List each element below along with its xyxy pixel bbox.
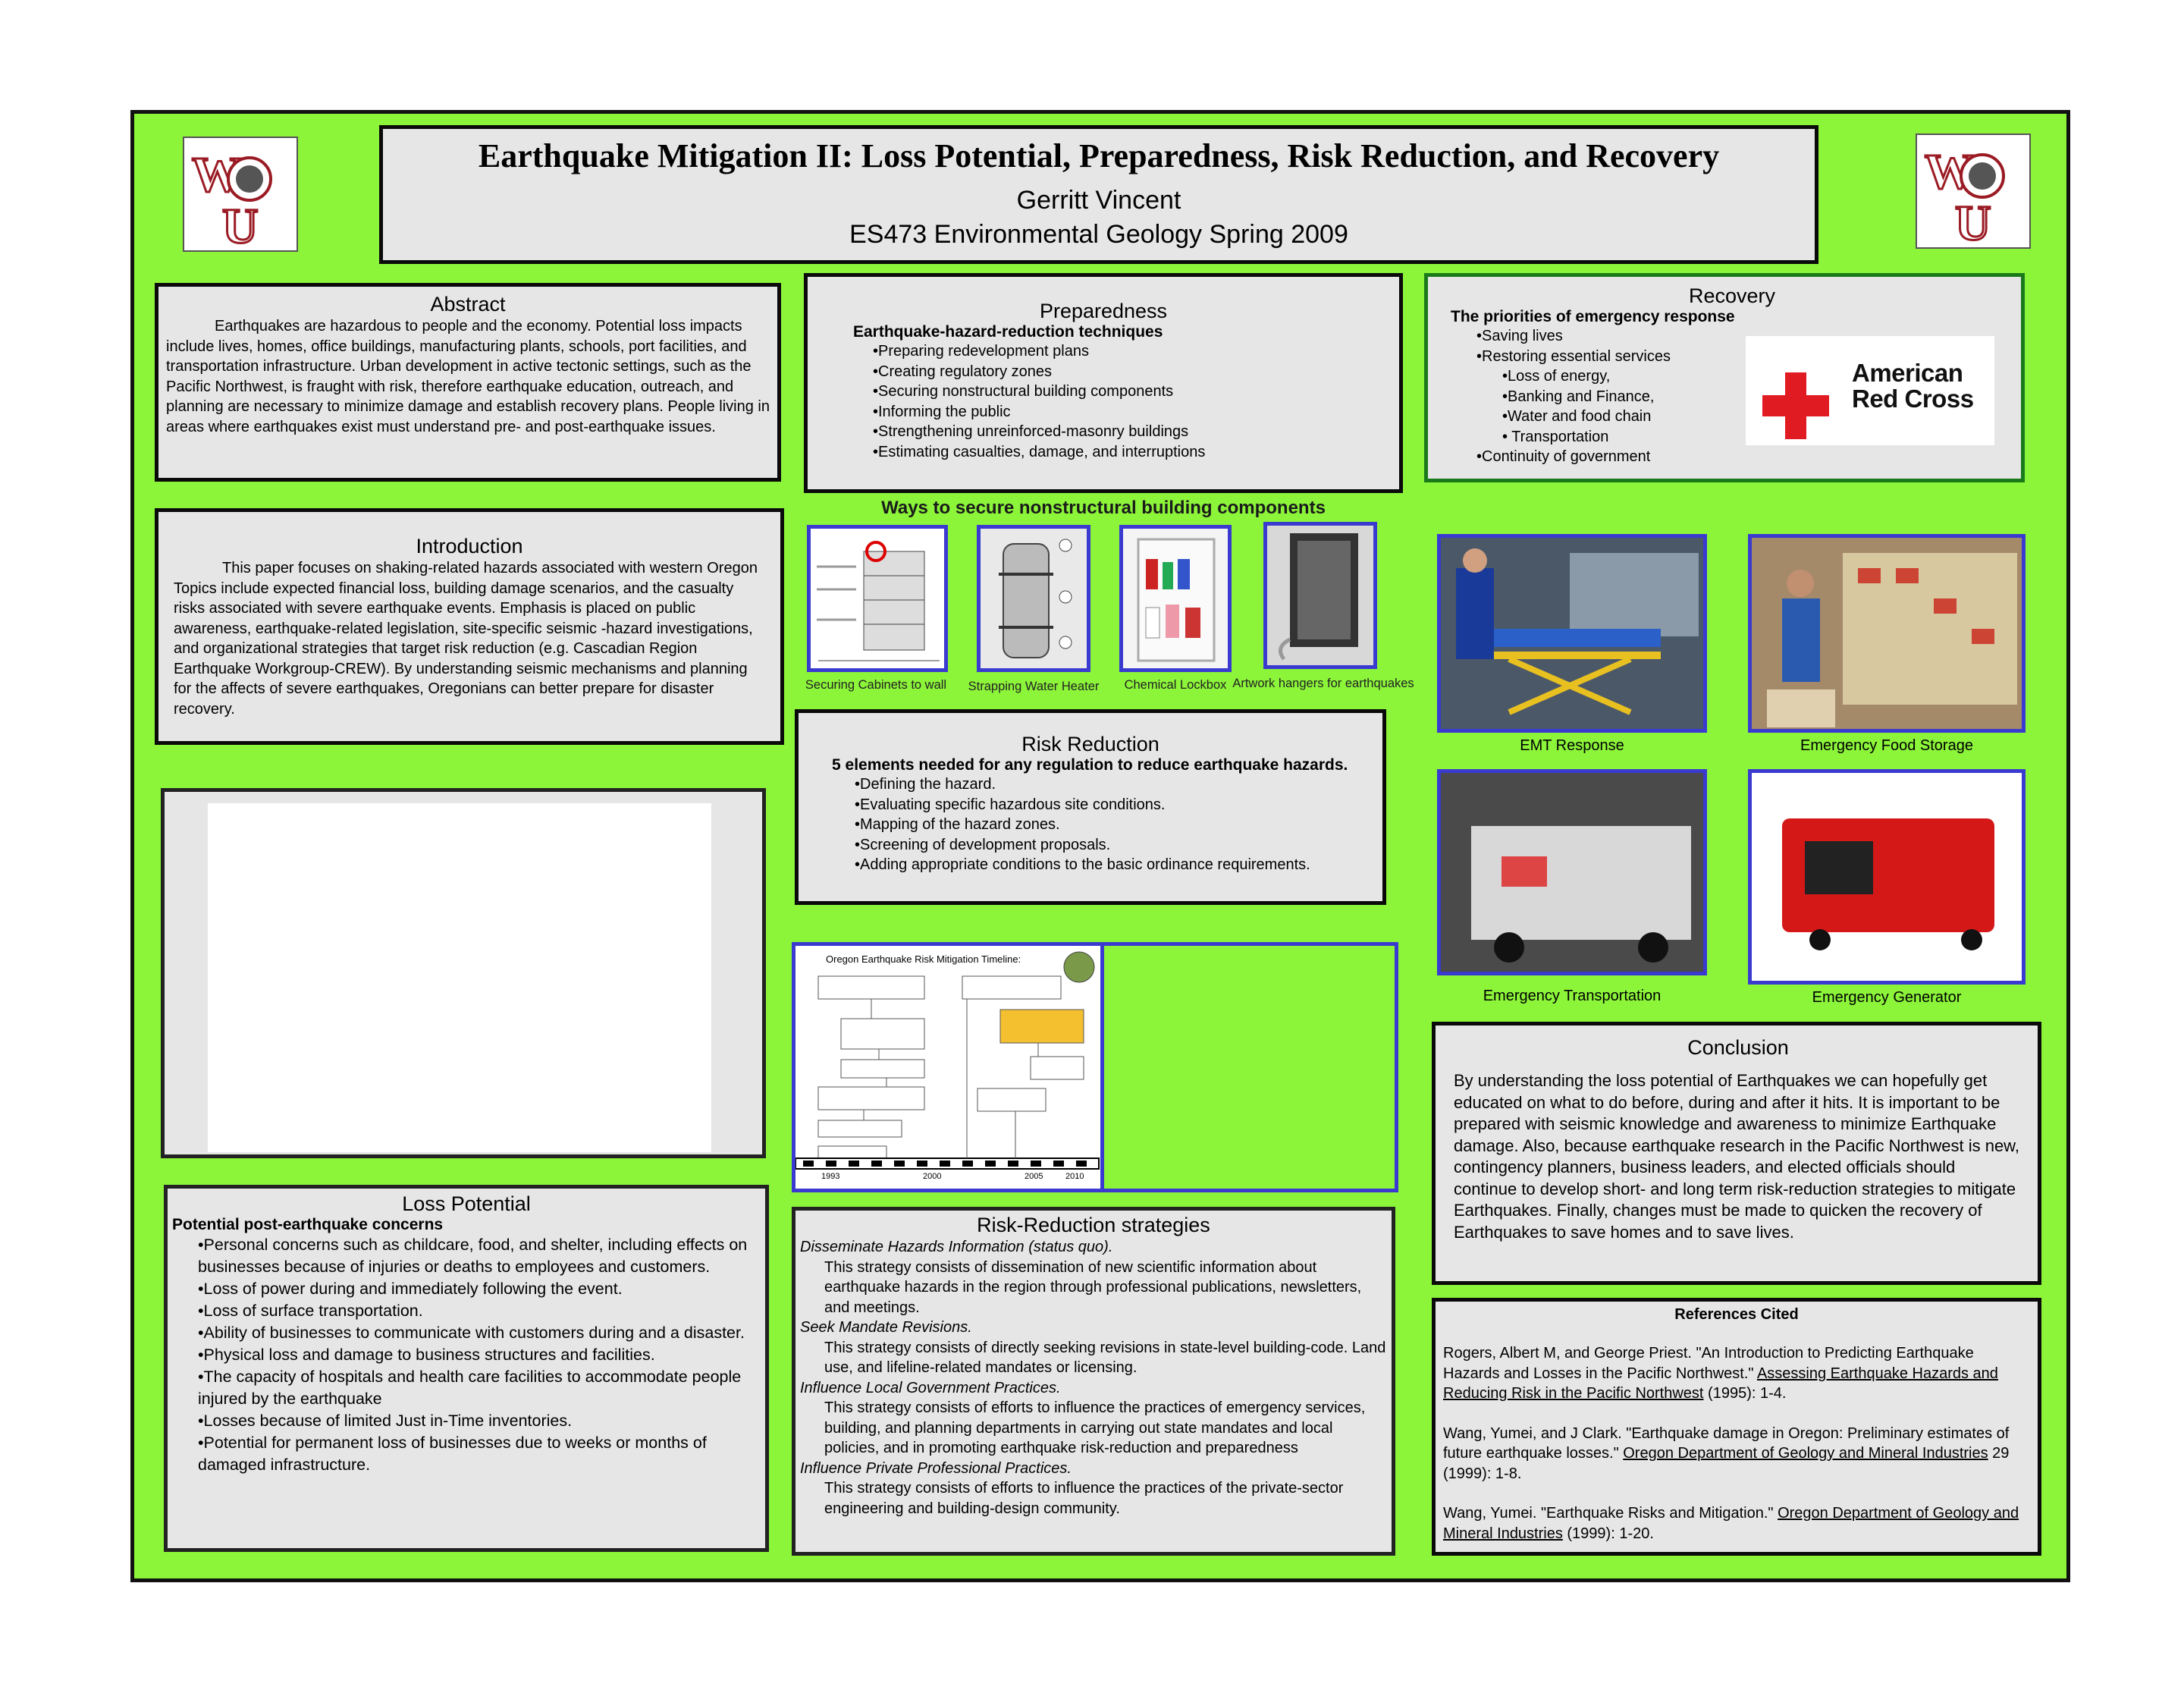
strategy-title: Influence Private Professional Practices… xyxy=(800,1459,1072,1477)
title-panel: Earthquake Mitigation II: Loss Potential… xyxy=(379,125,1818,264)
timeline-figure: Oregon Earthquake Risk Mitigation Timeli… xyxy=(795,946,1104,1189)
references-panel: References Cited Rogers, Albert M, and G… xyxy=(1432,1298,2041,1556)
reference-1: Rogers, Albert M, and George Priest. "An… xyxy=(1443,1345,1998,1402)
introduction-body: This paper focuses on shaking-related ha… xyxy=(174,560,758,718)
wou-logo-left: W U xyxy=(183,137,298,256)
water-heater-caption: Strapping Water Heater xyxy=(968,680,1100,693)
risk-reduction-item: •Defining the hazard. xyxy=(855,776,996,793)
loss-item: •Loss of power during and immediately fo… xyxy=(198,1280,623,1298)
loss-item: •Ability of businesses to communicate wi… xyxy=(198,1324,745,1342)
preparedness-item: •Securing nonstructural building compone… xyxy=(873,383,1174,400)
cabinet-diagram xyxy=(807,525,948,672)
loss-potential-panel: Loss Potential Potential post-earthquake… xyxy=(164,1185,769,1552)
risk-reduction-item: •Adding appropriate conditions to the ba… xyxy=(855,856,1310,873)
loss-item: •Loss of surface transportation. xyxy=(198,1302,423,1320)
timeline-year: 2010 xyxy=(1065,1172,1084,1181)
risk-reduction-panel: Risk Reduction 5 elements needed for any… xyxy=(795,709,1386,905)
transport-photo xyxy=(1437,769,1707,975)
emt-caption: EMT Response xyxy=(1520,737,1624,754)
preparedness-item: •Estimating casualties, damage, and inte… xyxy=(873,443,1206,460)
strategies-heading: Risk-Reduction strategies xyxy=(977,1214,1210,1236)
timeline-year: 1993 xyxy=(821,1172,840,1181)
wou-logo-right: W U xyxy=(1916,133,2031,253)
recovery-subheading: The priorities of emergency response xyxy=(1451,308,1735,325)
loss-potential-heading: Loss Potential xyxy=(402,1192,531,1215)
conclusion-panel: Conclusion By understanding the loss pot… xyxy=(1432,1022,2041,1285)
recovery-item: •Water and food chain xyxy=(1502,408,1652,425)
red-cross-line2: Red Cross xyxy=(1852,385,1974,413)
abstract-heading: Abstract xyxy=(430,293,506,316)
reference-3: Wang, Yumei. "Earthquake Risks and Mitig… xyxy=(1443,1505,2019,1542)
recovery-heading: Recovery xyxy=(1688,284,1776,307)
conclusion-heading: Conclusion xyxy=(1687,1036,1789,1059)
strategy-body: This strategy consists of dissemination … xyxy=(824,1258,1362,1316)
secure-heading: Ways to secure nonstructural building co… xyxy=(881,498,1326,518)
blank-image xyxy=(208,803,711,1152)
poster-title: Earthquake Mitigation II: Loss Potential… xyxy=(478,137,1720,174)
abstract-body: Earthquakes are hazardous to people and … xyxy=(166,318,770,435)
preparedness-subheading: Earthquake-hazard-reduction techniques xyxy=(853,323,1163,341)
preparedness-panel: Preparedness Earthquake-hazard-reduction… xyxy=(804,273,1403,493)
preparedness-item: •Informing the public xyxy=(873,403,1011,420)
strategy-body: This strategy consists of efforts to inf… xyxy=(824,1399,1366,1456)
generator-photo xyxy=(1748,769,2026,985)
risk-reduction-item: •Evaluating specific hazardous site cond… xyxy=(855,796,1166,813)
strategies-panel: Risk-Reduction strategies Disseminate Ha… xyxy=(792,1207,1395,1556)
generator-caption: Emergency Generator xyxy=(1812,989,1962,1006)
lockbox-caption: Chemical Lockbox xyxy=(1124,678,1227,692)
abstract-panel: Abstract Earthquakes are hazardous to pe… xyxy=(155,283,781,482)
svg-text:U: U xyxy=(222,199,259,250)
timeline-frame: Oregon Earthquake Risk Mitigation Timeli… xyxy=(792,942,1398,1192)
artwork-hanger-photo xyxy=(1263,522,1377,669)
risk-reduction-item: •Mapping of the hazard zones. xyxy=(855,816,1060,833)
strategy-body: This strategy consists of directly seeki… xyxy=(824,1339,1386,1377)
course-name: ES473 Environmental Geology Spring 2009 xyxy=(849,220,1348,249)
risk-reduction-subheading: 5 elements needed for any regulation to … xyxy=(832,756,1348,774)
risk-reduction-heading: Risk Reduction xyxy=(1021,733,1159,755)
blank-image-panel xyxy=(161,788,766,1158)
strategy-body: This strategy consists of efforts to inf… xyxy=(824,1480,1344,1517)
preparedness-item: •Strengthening unreinforced-masonry buil… xyxy=(873,423,1189,440)
recovery-item: •Restoring essential services xyxy=(1476,347,1671,365)
loss-item: •Losses because of limited Just in-Time … xyxy=(198,1412,573,1430)
conclusion-body: By understanding the loss potential of E… xyxy=(1454,1071,2019,1242)
loss-potential-subheading: Potential post-earthquake concerns xyxy=(172,1216,444,1233)
recovery-item: •Banking and Finance, xyxy=(1502,388,1655,405)
preparedness-item: •Preparing redevelopment plans xyxy=(873,343,1089,360)
loss-item: •Physical loss and damage to business st… xyxy=(198,1346,655,1364)
cabinet-caption: Securing Cabinets to wall xyxy=(805,678,947,692)
recovery-item: • Transportation xyxy=(1502,428,1609,445)
loss-item: •The capacity of hospitals and health ca… xyxy=(198,1368,742,1408)
timeline-year: 2005 xyxy=(1025,1172,1043,1181)
introduction-heading: Introduction xyxy=(416,535,523,558)
introduction-panel: Introduction This paper focuses on shaki… xyxy=(155,508,784,745)
recovery-item: •Loss of energy, xyxy=(1502,368,1611,385)
preparedness-heading: Preparedness xyxy=(1039,300,1168,322)
risk-reduction-item: •Screening of development proposals. xyxy=(855,836,1111,853)
strategy-title: Disseminate Hazards Information (status … xyxy=(800,1239,1113,1255)
red-cross-line1: American xyxy=(1852,359,1963,387)
timeline-title: Oregon Earthquake Risk Mitigation Timeli… xyxy=(826,953,1021,965)
reference-2: Wang, Yumei, and J Clark. "Earthquake da… xyxy=(1443,1424,2010,1482)
artwork-caption: Artwork hangers for earthquakes xyxy=(1232,677,1414,690)
loss-item: •Personal concerns such as childcare, fo… xyxy=(198,1236,748,1276)
strategy-title: Seek Mandate Revisions. xyxy=(800,1319,972,1336)
food-storage-photo xyxy=(1748,534,2026,733)
author-name: Gerritt Vincent xyxy=(1016,186,1181,215)
food-caption: Emergency Food Storage xyxy=(1800,737,1973,754)
preparedness-item: •Creating regulatory zones xyxy=(873,363,1053,380)
chemical-lockbox-photo xyxy=(1119,525,1232,672)
timeline-year: 2000 xyxy=(923,1172,942,1181)
svg-text:U: U xyxy=(1955,196,1991,247)
red-cross-logo: American Red Cross xyxy=(1746,336,1994,445)
water-heater-diagram xyxy=(977,525,1090,672)
references-heading: References Cited xyxy=(1674,1306,1799,1323)
recovery-item: •Saving lives xyxy=(1476,328,1563,344)
emt-photo xyxy=(1437,534,1707,733)
strategy-title: Influence Local Government Practices. xyxy=(800,1379,1061,1396)
transport-caption: Emergency Transportation xyxy=(1483,988,1662,1004)
recovery-item: •Continuity of government xyxy=(1476,448,1651,465)
loss-item: •Potential for permanent loss of busines… xyxy=(198,1434,707,1474)
